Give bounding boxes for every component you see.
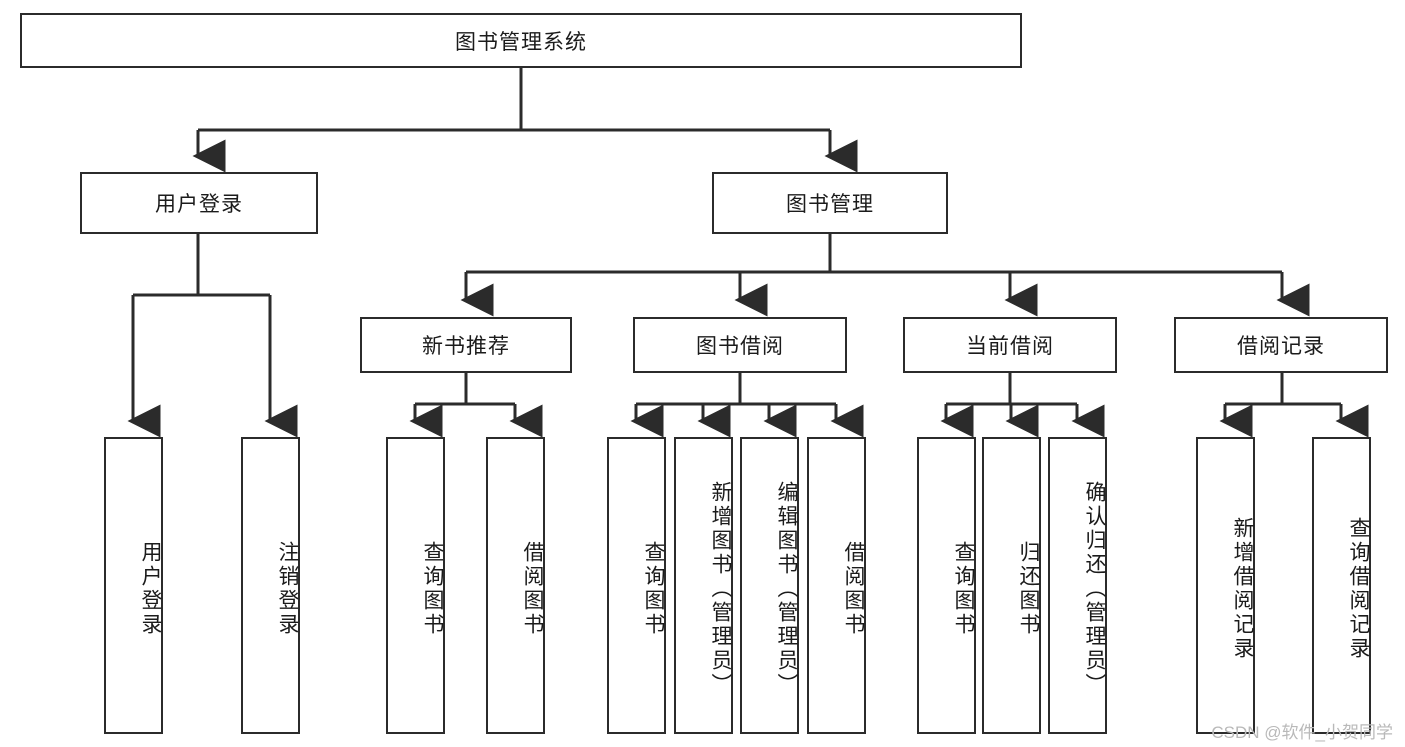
node-label: 用户登录	[155, 193, 243, 216]
leaf-query-book-borrow[interactable]: 查询图书	[607, 437, 666, 734]
node-label: 确认归还（管理员）	[1083, 480, 1106, 697]
node-label: 图书借阅	[696, 335, 784, 358]
leaf-add-borrow-record[interactable]: 新增借阅记录	[1196, 437, 1255, 734]
node-label: 查询借阅记录	[1347, 516, 1370, 661]
watermark: CSDN @软件_小贺同学	[1211, 723, 1393, 742]
leaf-user-login[interactable]: 用户登录	[104, 437, 163, 734]
node-label: 新增图书（管理员）	[709, 480, 732, 697]
node-label: 注销登录	[276, 540, 299, 637]
node-label: 查询图书	[421, 540, 444, 637]
node-borrow-record[interactable]: 借阅记录	[1174, 317, 1388, 373]
leaf-return-book[interactable]: 归还图书	[982, 437, 1041, 734]
node-user-login[interactable]: 用户登录	[80, 172, 318, 234]
leaf-query-borrow-record[interactable]: 查询借阅记录	[1312, 437, 1371, 734]
node-label: 编辑图书（管理员）	[775, 480, 798, 697]
node-new-book-recommend[interactable]: 新书推荐	[360, 317, 572, 373]
node-label: 图书管理	[786, 193, 874, 216]
node-label: 借阅图书	[521, 540, 544, 637]
node-book-borrow[interactable]: 图书借阅	[633, 317, 847, 373]
node-current-borrow[interactable]: 当前借阅	[903, 317, 1117, 373]
node-label: 查询图书	[642, 540, 665, 637]
leaf-borrow-book-recommend[interactable]: 借阅图书	[486, 437, 545, 734]
node-label: 新书推荐	[422, 335, 510, 358]
node-label: 图书管理系统	[455, 30, 587, 54]
node-label: 当前借阅	[966, 335, 1054, 358]
leaf-query-book-current[interactable]: 查询图书	[917, 437, 976, 734]
node-label: 借阅图书	[842, 540, 865, 637]
node-root-book-management-system[interactable]: 图书管理系统	[20, 13, 1022, 68]
leaf-edit-book-admin[interactable]: 编辑图书（管理员）	[740, 437, 799, 734]
node-label: 用户登录	[139, 540, 162, 637]
leaf-borrow-book[interactable]: 借阅图书	[807, 437, 866, 734]
node-label: 借阅记录	[1237, 335, 1325, 358]
node-label: 归还图书	[1017, 540, 1040, 637]
leaf-logout[interactable]: 注销登录	[241, 437, 300, 734]
leaf-query-book-recommend[interactable]: 查询图书	[386, 437, 445, 734]
node-label: 新增借阅记录	[1231, 516, 1254, 661]
leaf-confirm-return-admin[interactable]: 确认归还（管理员）	[1048, 437, 1107, 734]
node-book-management[interactable]: 图书管理	[712, 172, 948, 234]
node-label: 查询图书	[952, 540, 975, 637]
leaf-add-book-admin[interactable]: 新增图书（管理员）	[674, 437, 733, 734]
